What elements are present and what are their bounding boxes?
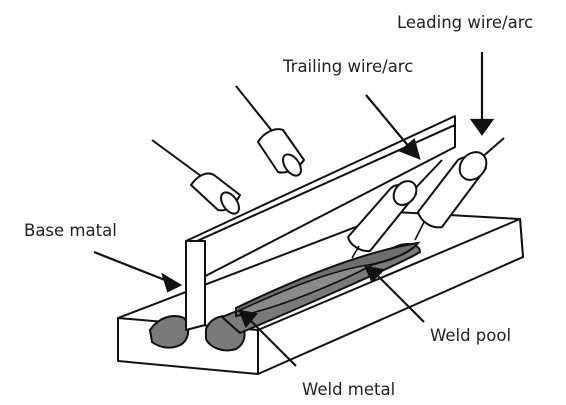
torch-left-tip: [220, 191, 240, 215]
arrow-weldmetal-head: [238, 309, 259, 329]
weld-bead-left: [149, 315, 190, 349]
torch-leading: [414, 137, 505, 241]
weld-pool-outline: [235, 263, 375, 314]
label-leading-wire-arc: Leading wire/arc: [397, 13, 533, 32]
arrow-leading-head: [469, 118, 495, 136]
torch-trailing: [347, 159, 443, 259]
arrow-trailing-shaft: [365, 94, 411, 149]
callout-arrows: [93, 52, 495, 367]
label-weld-pool: Weld pool: [430, 326, 511, 345]
torch-trailing-arc: [351, 245, 360, 259]
torch-leading-tip: [458, 151, 488, 181]
torch-left: [151, 139, 241, 215]
torch-trailing-tip: [392, 180, 418, 206]
label-base-metal: Base matal: [24, 221, 117, 240]
arrow-pool-shaft: [373, 271, 425, 323]
arrow-base-shaft: [93, 250, 171, 284]
torch-middle-tip: [282, 153, 302, 177]
torch-middle: [235, 85, 305, 177]
label-weld-metal: Weld metal: [302, 380, 395, 399]
label-trailing-wire-arc: Trailing wire/arc: [282, 57, 413, 76]
arrow-pool-head: [364, 265, 386, 283]
torch-middle-wire: [235, 85, 273, 132]
torch-left-wire: [151, 139, 206, 180]
arrow-trailing-head: [398, 138, 421, 160]
torch-leading-arc: [414, 221, 425, 241]
arrow-weldmetal-shaft: [247, 317, 297, 367]
arrow-base-head: [161, 272, 183, 293]
vertical-plate-end: [185, 240, 206, 331]
base-plate-right: [257, 218, 524, 375]
vertical-plate: [185, 115, 456, 331]
